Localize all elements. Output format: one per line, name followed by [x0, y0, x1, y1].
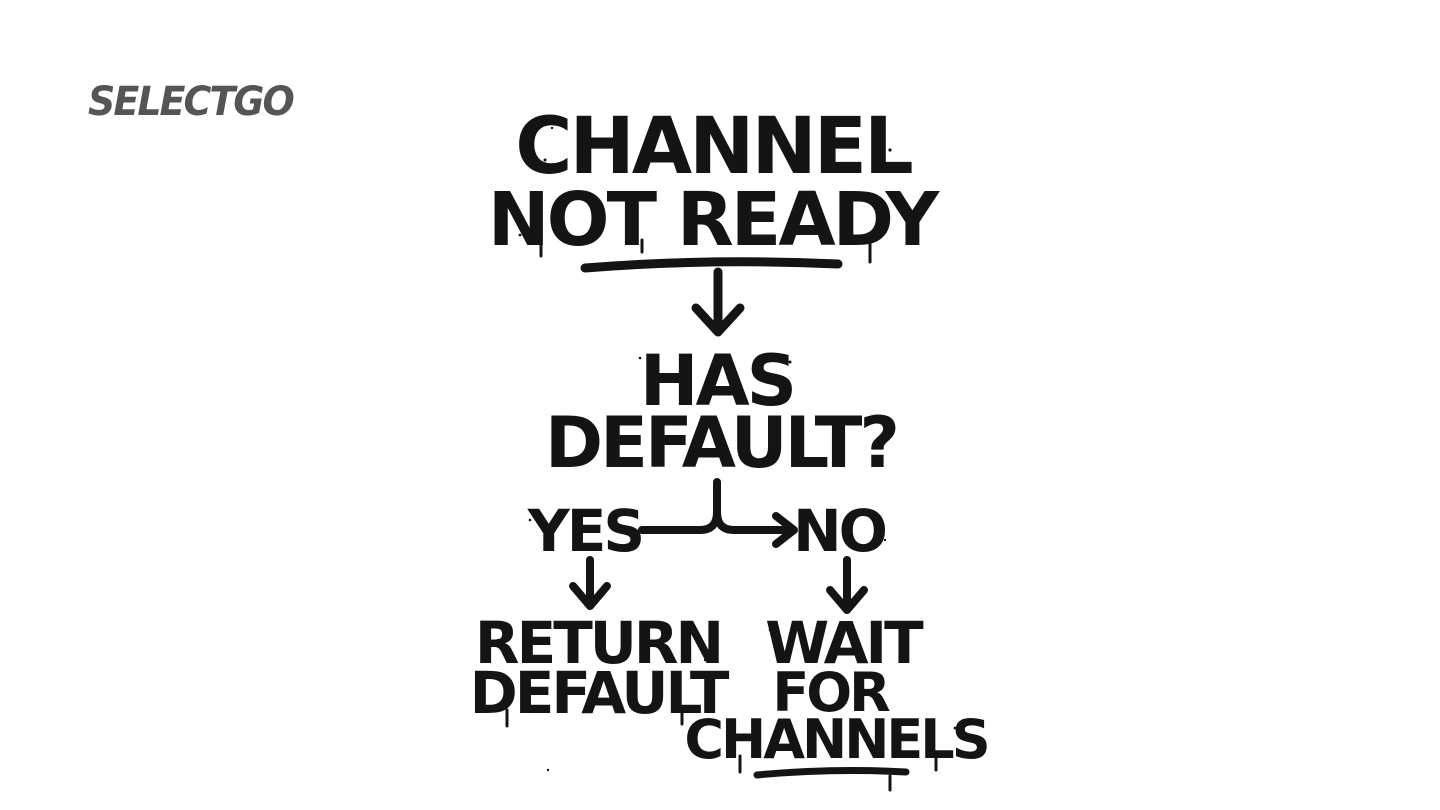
no-result-line2: FOR	[772, 661, 890, 724]
arrow-down-icon	[826, 556, 868, 614]
no-result-line1: WAIT	[765, 609, 924, 677]
brand-logo: SELECTGO	[88, 78, 295, 125]
yes-result-line2: DEFAULT	[470, 659, 730, 727]
arrow-down-icon	[569, 556, 611, 610]
branch-connector	[638, 478, 798, 548]
decision-node-line2: DEFAULT?	[545, 402, 897, 484]
start-node-line1: CHANNEL	[515, 102, 912, 192]
start-node-line2: NOT READY	[488, 177, 941, 263]
start-underline	[580, 257, 843, 273]
arrow-down-icon	[691, 267, 745, 337]
yes-label: YES	[527, 497, 642, 565]
spray-speckles	[496, 126, 957, 772]
no-result-underline	[753, 767, 910, 779]
no-result-line3: CHANNELS	[684, 708, 987, 771]
yes-result-line1: RETURN	[475, 609, 721, 677]
decision-node-line1: HAS	[640, 340, 794, 422]
no-label: NO	[793, 497, 886, 565]
